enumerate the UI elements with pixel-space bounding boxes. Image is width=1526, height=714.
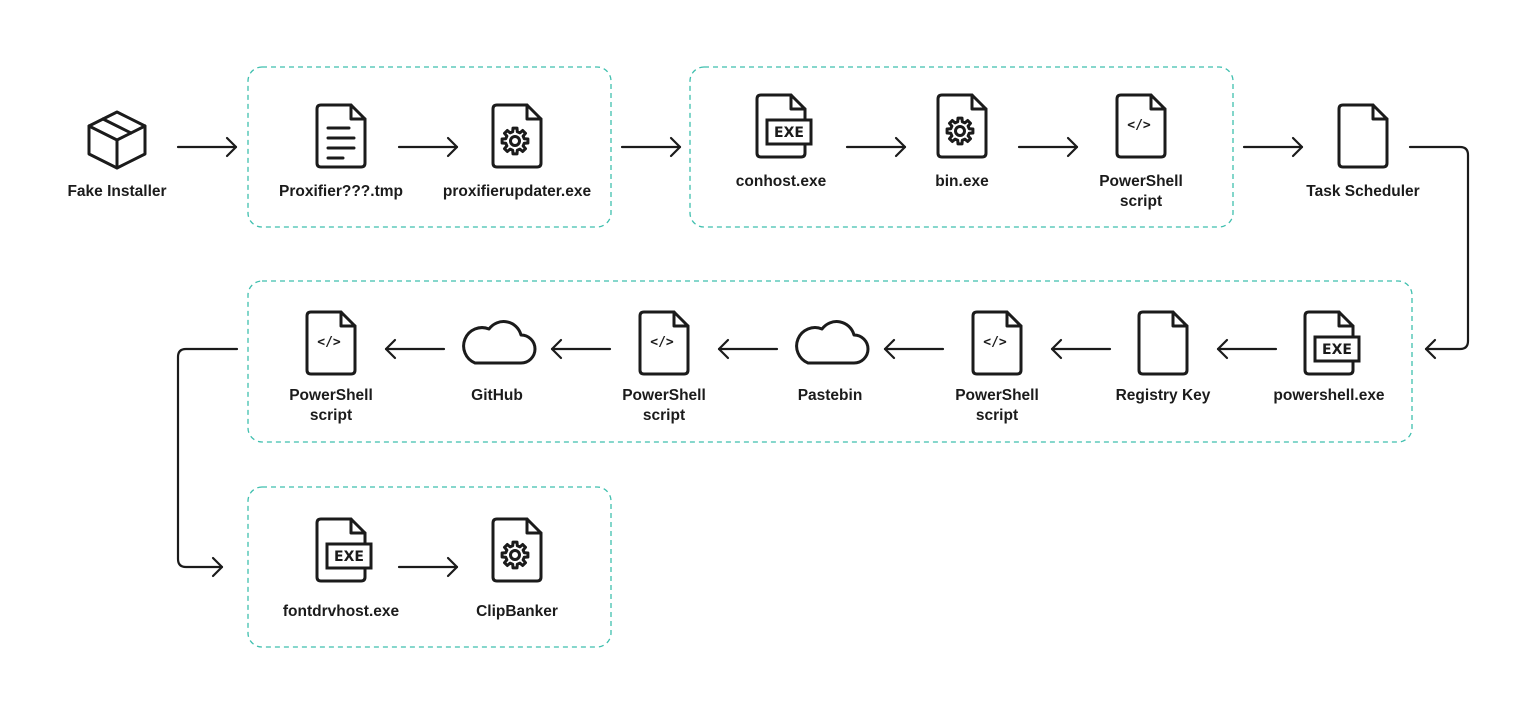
code-file-icon: </>	[638, 310, 690, 376]
arrow-stage-1-to-stage-2	[620, 136, 682, 158]
svg-text:EXE: EXE	[1322, 342, 1352, 358]
node-task-scheduler: Task Scheduler	[1306, 103, 1420, 200]
arrow-task-scheduler-to-stage-3	[1408, 145, 1470, 360]
svg-text:</>: </>	[650, 335, 674, 350]
node-proxifierupdater: proxifierupdater.exe	[443, 103, 592, 200]
blank-file-icon	[1137, 310, 1189, 376]
node-label: powershell.exe	[1273, 387, 1385, 404]
arrow-github-to-ps-script-4	[384, 338, 446, 360]
node-proxifier-tmp: Proxifier???.tmp	[279, 103, 403, 200]
arrow-stage-3-to-stage-4	[176, 347, 239, 578]
svg-text:</>: </>	[317, 335, 341, 350]
group-stage-2	[689, 66, 1234, 228]
svg-text:</>: </>	[1127, 118, 1151, 133]
arrow-ps-script-2-to-pastebin	[883, 338, 945, 360]
node-ps-script-4: </> PowerShell script	[289, 310, 373, 424]
arrow-fontdrvhost-to-clipbanker	[397, 556, 459, 578]
group-stage-1	[247, 66, 612, 228]
node-label: PowerShell	[289, 387, 373, 404]
node-label: PowerShell	[1099, 173, 1183, 190]
svg-text:EXE: EXE	[334, 549, 364, 565]
text-document-icon	[315, 103, 367, 169]
node-label: proxifierupdater.exe	[443, 183, 592, 200]
svg-text:</>: </>	[983, 335, 1007, 350]
node-conhost: EXE conhost.exe	[736, 93, 827, 190]
blank-file-icon	[1337, 103, 1389, 169]
node-fake-installer: Fake Installer	[67, 110, 167, 200]
node-label: Fake Installer	[67, 183, 166, 200]
code-file-icon: </>	[971, 310, 1023, 376]
node-bin: bin.exe	[935, 93, 989, 190]
node-label: Pastebin	[798, 387, 863, 404]
arrow-proxifier-tmp-to-proxifierupdater	[397, 136, 459, 158]
node-label: script	[976, 407, 1018, 424]
node-label: conhost.exe	[736, 173, 827, 190]
arrow-ps-script-3-to-github	[550, 338, 612, 360]
exe-file-icon: EXE	[755, 93, 813, 159]
node-label: ClipBanker	[476, 603, 558, 620]
exe-file-icon: EXE	[315, 517, 373, 583]
arrow-bin-to-ps-script-1	[1017, 136, 1079, 158]
exe-file-icon: EXE	[1303, 310, 1361, 376]
code-file-icon: </>	[1115, 93, 1167, 159]
package-icon	[87, 110, 147, 170]
node-ps-script-2: </> PowerShell script	[955, 310, 1039, 424]
node-label: Proxifier???.tmp	[279, 183, 403, 200]
node-registry-key: Registry Key	[1116, 310, 1211, 404]
node-ps-script-3: </> PowerShell script	[622, 310, 706, 424]
gear-file-icon	[936, 93, 988, 159]
node-clipbanker: ClipBanker	[476, 517, 558, 620]
node-ps-script-1: </> PowerShell script	[1099, 93, 1183, 210]
gear-file-icon	[491, 517, 543, 583]
node-label: script	[1120, 193, 1162, 210]
arrow-stage-2-to-task-scheduler	[1242, 136, 1304, 158]
node-fontdrvhost: EXE fontdrvhost.exe	[283, 517, 400, 620]
node-label: bin.exe	[935, 173, 989, 190]
arrow-conhost-to-bin	[845, 136, 907, 158]
node-pastebin: Pastebin	[795, 320, 870, 404]
arrow-registry-key-to-ps-script-2	[1050, 338, 1112, 360]
group-stage-3	[247, 280, 1413, 443]
node-label: PowerShell	[955, 387, 1039, 404]
node-label: PowerShell	[622, 387, 706, 404]
node-label: script	[643, 407, 685, 424]
svg-text:EXE: EXE	[774, 125, 804, 141]
arrow-fake-installer-to-stage-1	[176, 136, 238, 158]
gear-file-icon	[491, 103, 543, 169]
group-stage-4	[247, 486, 612, 648]
node-github: GitHub	[462, 320, 537, 404]
arrow-pastebin-to-ps-script-3	[717, 338, 779, 360]
node-label: Task Scheduler	[1306, 183, 1419, 200]
cloud-icon	[795, 320, 870, 365]
arrow-powershell-exe-to-registry-key	[1216, 338, 1278, 360]
node-label: fontdrvhost.exe	[283, 603, 400, 620]
node-label: GitHub	[471, 387, 523, 404]
node-label: script	[310, 407, 352, 424]
node-powershell-exe: EXE powershell.exe	[1273, 310, 1385, 404]
code-file-icon: </>	[305, 310, 357, 376]
cloud-icon	[462, 320, 537, 365]
node-label: Registry Key	[1116, 387, 1211, 404]
